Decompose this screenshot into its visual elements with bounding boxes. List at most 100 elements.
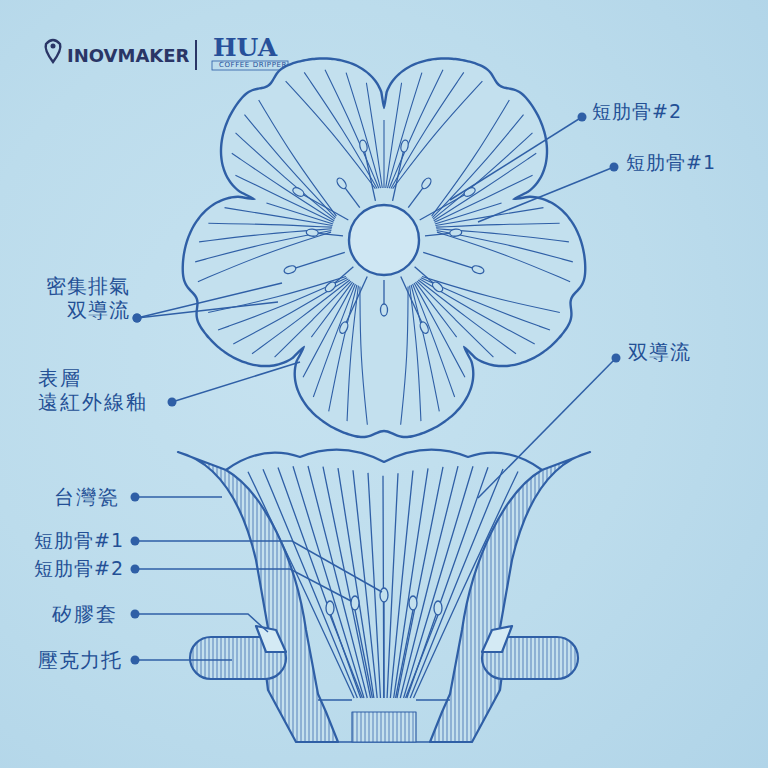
- leader-dot: [612, 354, 621, 363]
- leader-line: [137, 283, 282, 318]
- petal-vein: [436, 229, 569, 242]
- stamen: [338, 277, 367, 335]
- center-hole: [349, 205, 419, 275]
- stamen: [423, 252, 485, 274]
- part-label: 双導流: [628, 340, 691, 364]
- petal-vein: [259, 100, 337, 216]
- logo-text: HUA: [213, 33, 277, 63]
- petal-vein: [232, 153, 334, 220]
- petal-vein: [218, 278, 347, 330]
- inner-rib: [390, 471, 413, 698]
- petal-vein: [410, 286, 421, 421]
- petal-vein: [391, 72, 464, 188]
- wall: [178, 452, 338, 742]
- leader-dot: [131, 565, 140, 574]
- part-label: 短肋骨#1: [34, 529, 124, 552]
- logo-frame: [212, 61, 288, 70]
- petal-vein: [432, 100, 510, 216]
- petal-vein: [389, 70, 443, 188]
- stamen: [408, 176, 433, 207]
- petal-vein: [434, 175, 532, 222]
- logo-icon: [46, 40, 61, 62]
- inner-rib: [397, 467, 443, 698]
- leader-line: [137, 302, 278, 318]
- part-label: 矽膠套: [52, 602, 118, 626]
- petal-vein: [436, 223, 560, 227]
- petal-vein: [325, 70, 379, 188]
- leader-line: [135, 659, 232, 661]
- stamen: [359, 140, 376, 201]
- part-label: 短肋骨#2: [34, 557, 124, 580]
- leader-dot: [131, 656, 140, 665]
- petal-vein: [346, 73, 380, 188]
- leader-dot: [131, 610, 140, 619]
- leader-dot: [578, 113, 587, 122]
- leader-dot: [131, 493, 140, 502]
- petal-vein: [225, 208, 333, 226]
- dripper-side-view: [178, 450, 590, 742]
- leader-dot: [168, 398, 177, 407]
- stamen: [401, 277, 430, 335]
- petal-vein: [235, 175, 333, 222]
- stamen: [381, 280, 388, 316]
- inner-rib: [394, 468, 428, 698]
- petal-vein: [236, 133, 335, 219]
- petal-vein: [252, 280, 350, 354]
- inner-rib: [382, 476, 384, 698]
- short-rib: [351, 596, 372, 698]
- logo-text: INOVMAKER: [67, 45, 189, 67]
- part-label: 表層 遠紅外線釉: [38, 366, 170, 414]
- stamen: [335, 176, 360, 207]
- short-rib: [396, 596, 417, 698]
- petal-vein: [434, 153, 536, 220]
- leader-line: [135, 614, 268, 632]
- leader-line: [172, 362, 300, 402]
- stamen: [420, 186, 477, 220]
- leader-line: [135, 541, 382, 592]
- inner-rib: [353, 470, 377, 698]
- leader-lines: [131, 113, 621, 665]
- petal-vein: [417, 281, 494, 357]
- part-label: 短肋骨#1: [626, 151, 716, 174]
- inner-rib: [387, 473, 398, 698]
- petal-vein: [393, 81, 483, 189]
- petal-vein: [401, 286, 408, 424]
- petal-vein: [347, 286, 358, 421]
- stamen: [425, 229, 462, 237]
- part-label: 台灣瓷: [54, 485, 120, 509]
- stamen: [306, 229, 343, 237]
- part-label: 密集排氣 双導流: [40, 274, 130, 322]
- leader-line: [478, 358, 616, 498]
- short-rib: [326, 601, 362, 698]
- leader-dot: [133, 314, 142, 323]
- petal-vein: [414, 283, 465, 377]
- stamen: [324, 267, 354, 294]
- short-rib: [380, 588, 388, 698]
- petal-vein: [199, 229, 332, 242]
- leader-line: [478, 167, 614, 222]
- leader-dot: [133, 314, 142, 323]
- petal-vein: [387, 73, 421, 188]
- stamen: [283, 252, 345, 274]
- part-label: 短肋骨#2: [592, 100, 682, 123]
- petal-vein: [233, 279, 348, 344]
- petal-vein: [360, 286, 367, 424]
- logo-subtitle: COFFEE DRIPPER: [219, 61, 287, 69]
- petal-vein: [286, 81, 376, 189]
- petal-vein: [304, 72, 377, 188]
- stamen: [291, 186, 348, 220]
- leader-dot: [131, 537, 140, 546]
- petal-vein: [208, 223, 332, 227]
- stamen: [415, 267, 445, 294]
- leader-line: [135, 569, 351, 601]
- short-rib: [406, 601, 442, 698]
- stamen: [393, 140, 410, 201]
- part-label: 壓克力托: [38, 648, 122, 672]
- petal-vein: [244, 115, 335, 218]
- petal-vein: [411, 285, 439, 411]
- leader-dot: [610, 163, 619, 172]
- leader-line: [135, 496, 222, 498]
- petal-vein: [437, 232, 570, 282]
- wall: [430, 452, 590, 742]
